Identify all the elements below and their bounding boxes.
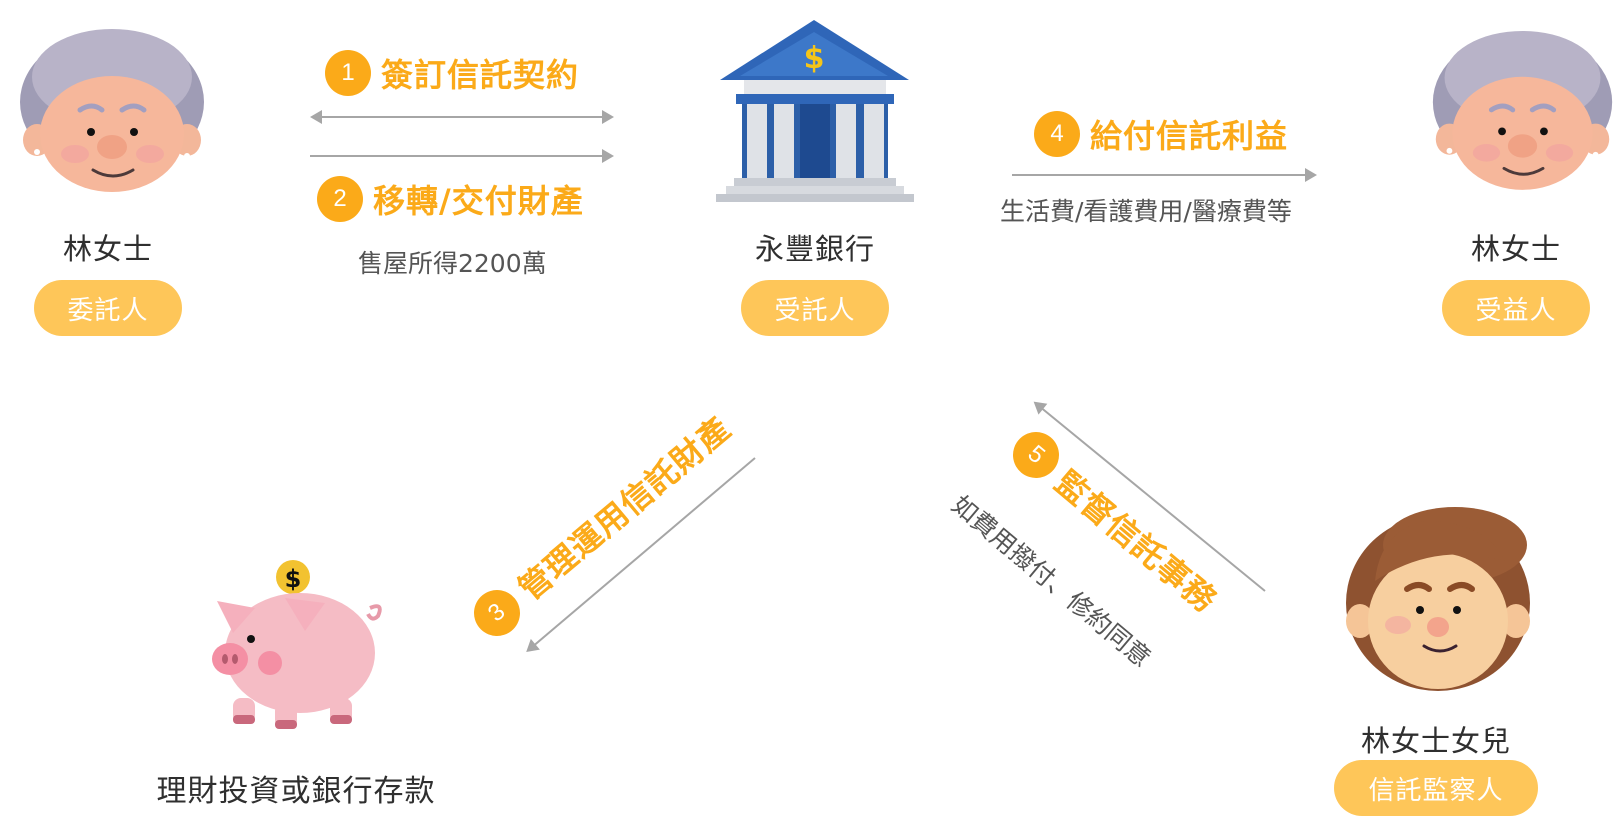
settlor-role-badge: 委託人 (34, 280, 182, 336)
step-3-number-badge: 3 (464, 580, 530, 646)
beneficiary-name: 林女士 (1470, 232, 1562, 266)
step-1-number-badge: 1 (325, 50, 371, 96)
step-2-detail: 售屋所得2200萬 (358, 249, 547, 278)
step-2-title: 移轉/交付財產 (373, 182, 584, 220)
settlor-avatar-icon (15, 22, 210, 192)
arrow-head-icon (521, 638, 540, 658)
svg-text:$: $ (804, 41, 825, 76)
step-2-label: 2 移轉/交付財產 (317, 176, 584, 222)
trustee-role-badge: 受託人 (741, 280, 889, 336)
arrow-left-head-icon (310, 110, 322, 124)
svg-text:$: $ (285, 565, 302, 593)
step-1-double-arrow (310, 110, 614, 124)
step-2-arrow (310, 149, 614, 163)
piggy-bank-icon: $ (205, 553, 390, 733)
step-4-title: 給付信託利益 (1090, 117, 1289, 155)
supervisor-avatar-icon (1340, 503, 1536, 693)
step-4-detail: 生活費/看護費用/醫療費等 (1000, 197, 1292, 226)
arrow-right-head-icon (602, 149, 614, 163)
step-3-title: 管理運用信託財產 (511, 409, 739, 608)
step-4-label: 4 給付信託利益 (1034, 111, 1288, 157)
trustee-bank-icon: $ (712, 18, 917, 203)
arrow-right-head-icon (1305, 168, 1317, 182)
supervisor-name: 林女士女兒 (1360, 724, 1512, 758)
step-1-label: 1 簽訂信託契約 (325, 50, 579, 96)
arrow-right-head-icon (602, 110, 614, 124)
step-1-title: 簽訂信託契約 (381, 56, 580, 94)
step-4-arrow (1012, 168, 1317, 182)
supervisor-role-badge: 信託監察人 (1334, 760, 1538, 816)
beneficiary-role-badge: 受益人 (1442, 280, 1590, 336)
trustee-name: 永豐銀行 (754, 232, 876, 266)
step-3-label: 3 管理運用信託財產 (464, 404, 740, 646)
arrow-head-icon (1029, 396, 1048, 415)
beneficiary-avatar-icon (1428, 22, 1618, 192)
investment-caption: 理財投資或銀行存款 (156, 774, 436, 809)
step-4-number-badge: 4 (1034, 111, 1080, 157)
settlor-name: 林女士 (62, 232, 154, 266)
step-2-number-badge: 2 (317, 176, 363, 222)
